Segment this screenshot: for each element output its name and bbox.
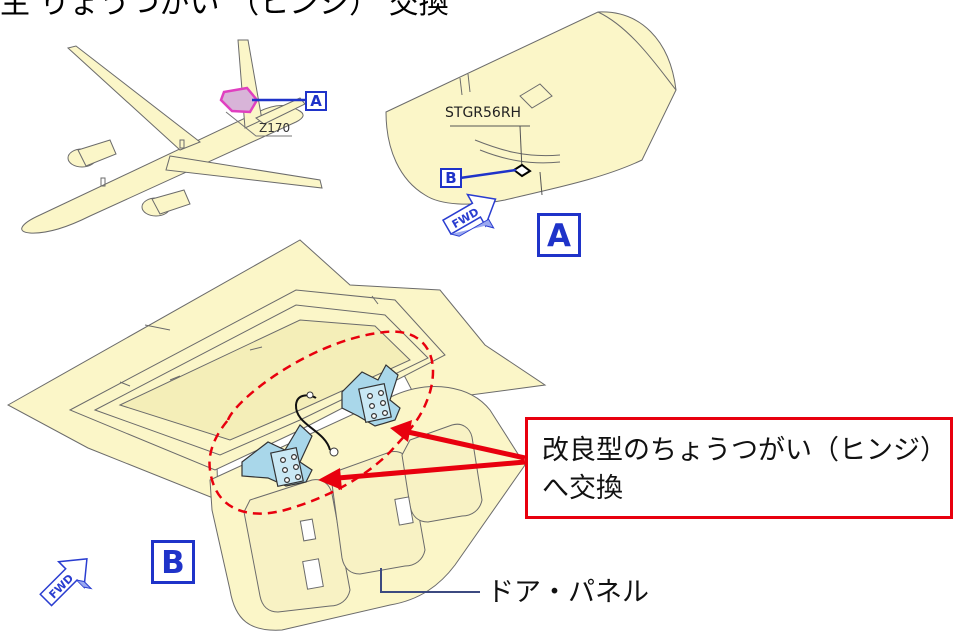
callout-line-2: へ交換 (542, 473, 623, 504)
door-panel-illustration (6, 239, 547, 631)
section-b-marker (512, 163, 532, 178)
callout-box: 改良型のちょうつがい（ヒンジ） へ交換 (525, 417, 953, 519)
view-tag-a-large: A (537, 213, 581, 257)
door-panel-label: ドア・パネル (487, 577, 649, 608)
view-tag-b-small: B (440, 168, 462, 188)
zone-label: Z170 (259, 121, 291, 135)
door-panel-leader (380, 568, 480, 593)
callout-arrows (318, 420, 526, 490)
stringer-label: STGR56RH (445, 105, 522, 121)
hinge-left (241, 424, 313, 488)
fwd-arrow-b: FWD (39, 558, 93, 607)
hinge-right (341, 364, 401, 427)
view-tag-a-small: A (305, 91, 327, 111)
hinge-highlight-outline (208, 330, 435, 515)
fuselage-section-illustration (385, 11, 677, 205)
zone-highlight (219, 86, 259, 114)
page-header: 主 りょうつがい （ヒンジ） 交換 (0, 0, 449, 21)
view-tag-b-large: B (151, 540, 195, 584)
callout-line-1: 改良型のちょうつがい（ヒンジ） (542, 435, 947, 466)
aircraft-illustration (21, 39, 323, 234)
